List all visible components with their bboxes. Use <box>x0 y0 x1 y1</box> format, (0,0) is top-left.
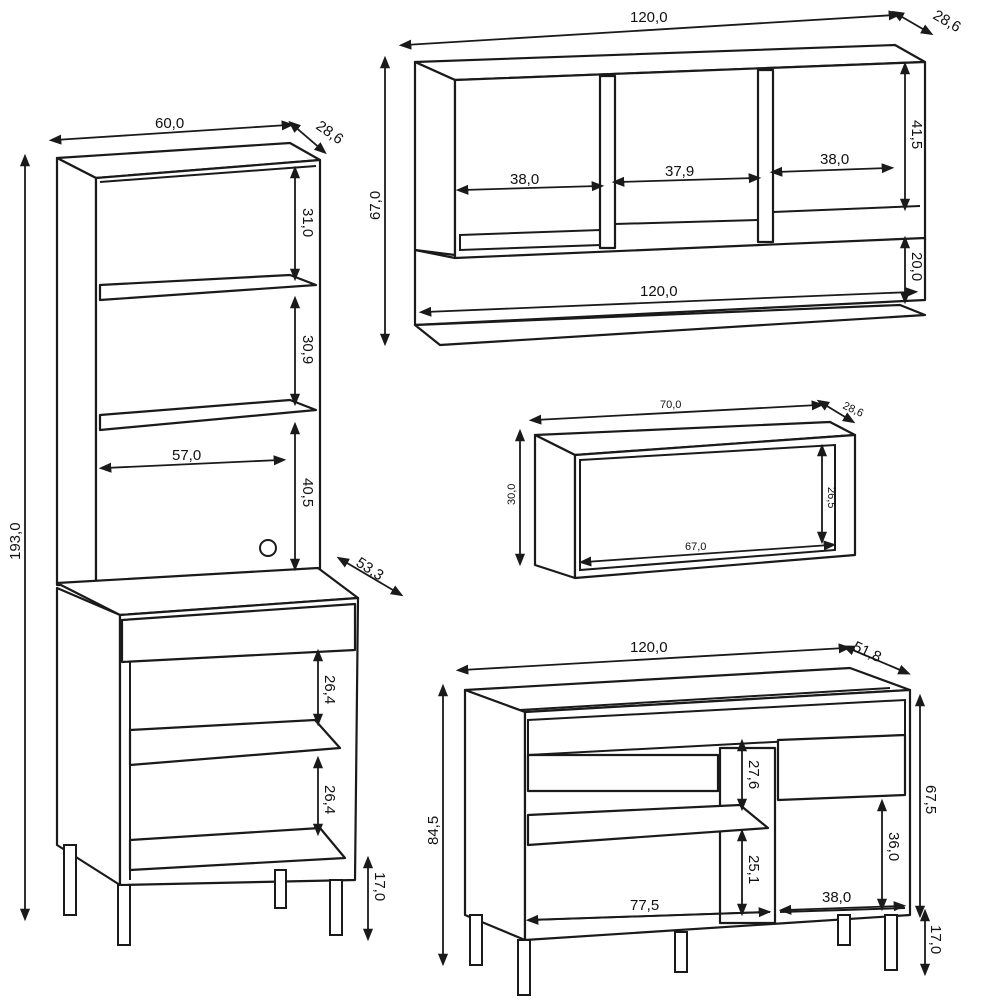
dim-lower-shelf: 25,1 <box>745 855 762 884</box>
dim-wall-depth: 28,6 <box>930 7 964 36</box>
cable-hole-icon <box>259 539 277 557</box>
dim-tall-depth: 28,6 <box>313 117 347 148</box>
dim-base-height: 84,5 <box>425 816 442 845</box>
dim-base-body-height: 67,5 <box>922 785 939 814</box>
dim-shelf-2: 30,9 <box>299 335 316 364</box>
dim-lower-1: 26,4 <box>321 675 338 704</box>
dim-small-inner-height: 26,5 <box>825 487 837 508</box>
wall-unit: 120,0 28,6 67,0 38,0 37,9 38,0 41,5 20,0… <box>367 7 964 347</box>
dim-tall-width: 60,0 <box>155 115 184 132</box>
dim-lower-2: 26,4 <box>321 785 338 814</box>
dim-rail-height: 20,0 <box>908 252 925 281</box>
dim-shelf-1: 31,0 <box>299 208 316 237</box>
dim-small-height: 30,0 <box>506 484 518 505</box>
dim-small-width: 70,0 <box>660 399 681 411</box>
dim-left-width: 77,5 <box>630 897 659 914</box>
dim-counter-depth: 53,3 <box>353 554 387 584</box>
dim-small-inner-width: 67,0 <box>685 541 706 553</box>
dim-wall-height: 67,0 <box>367 191 384 220</box>
dim-comp-2: 37,9 <box>665 163 694 180</box>
dim-inner-width: 57,0 <box>172 447 201 464</box>
dim-rail-width: 120,0 <box>640 283 678 300</box>
dim-tall-legs: 17,0 <box>371 872 388 901</box>
dim-comp-3: 38,0 <box>820 151 849 168</box>
dim-base-width: 120,0 <box>630 639 668 656</box>
dim-tall-height: 193,0 <box>7 522 24 560</box>
base-unit: 120,0 51,8 84,5 67,5 27,6 36,0 25,1 77,5… <box>425 638 944 996</box>
dim-comp-1: 38,0 <box>510 171 539 188</box>
tall-unit: 60,0 28,6 193,0 31,0 30,9 57,0 40,5 53,3… <box>7 115 404 946</box>
dim-right-width: 38,0 <box>822 889 851 906</box>
dim-wall-width: 120,0 <box>630 9 668 26</box>
dim-niche: 40,5 <box>299 478 316 507</box>
small-unit: 70,0 28,6 30,0 26,5 67,0 <box>506 399 865 580</box>
dim-comp-height: 41,5 <box>908 120 925 149</box>
dim-base-legs: 17,0 <box>927 925 944 954</box>
dim-upper-shelf: 27,6 <box>745 760 762 789</box>
dim-right-niche: 36,0 <box>885 832 902 861</box>
